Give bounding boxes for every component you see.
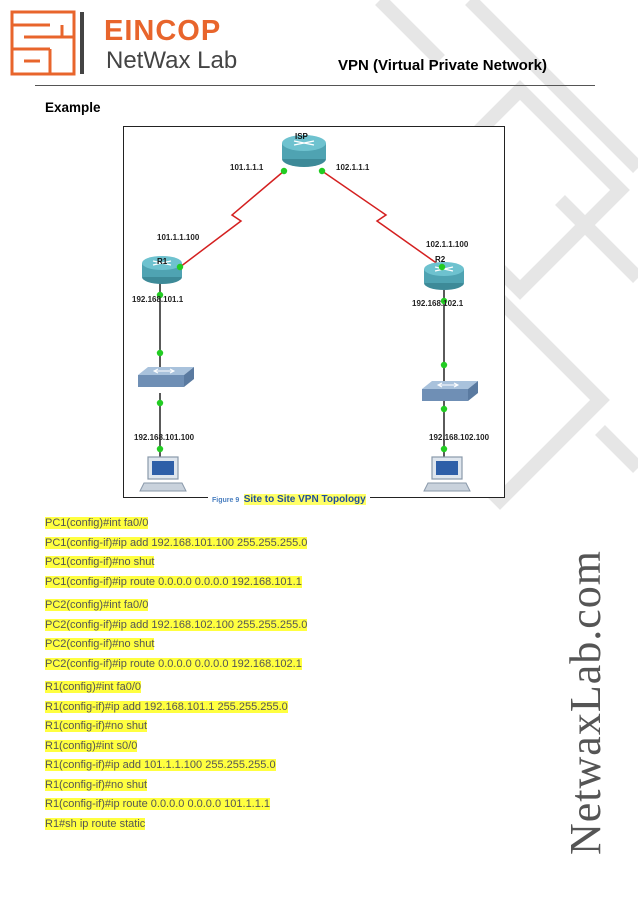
topology-diagram	[138, 135, 478, 492]
code-line: PC2(config)#int fa0/0	[45, 599, 149, 611]
router-icon	[142, 256, 182, 284]
section-heading: Example	[45, 100, 101, 115]
r1-config-block: R1(config)#int fa0/0 R1(config-if)#ip ad…	[45, 678, 288, 834]
topology-figure: ISP R1 R2 101.1.1.1 102.1.1.1 101.1.1.10…	[123, 126, 505, 498]
code-line: R1(config-if)#no shut	[45, 778, 148, 791]
pc2-config-block: PC2(config)#int fa0/0 PC2(config-if)#ip …	[45, 596, 308, 674]
device-label-isp: ISP	[295, 132, 308, 141]
code-line: PC2(config-if)#no shut	[45, 638, 155, 650]
router-icon	[282, 135, 326, 167]
ip-isp-right: 102.1.1.1	[336, 163, 370, 172]
figure-caption: Figure 9 Site to Site VPN Topology	[208, 492, 370, 507]
switch-icon	[138, 367, 194, 387]
code-line: R1(config-if)#ip route 0.0.0.0 0.0.0.0 1…	[45, 798, 271, 810]
header-divider	[35, 85, 595, 86]
ip-r1-lan: 192.168.101.1	[132, 295, 184, 304]
figure-number: Figure 9	[212, 497, 240, 504]
ip-pc1: 192.168.101.100	[134, 433, 195, 442]
code-line: PC1(config-if)#ip route 0.0.0.0 0.0.0.0 …	[45, 575, 302, 588]
pc-icon	[423, 456, 471, 492]
code-line: R1(config-if)#no shut	[45, 720, 148, 732]
page-title: VPN (Virtual Private Network)	[338, 57, 547, 74]
code-line: R1(config)#int fa0/0	[45, 681, 141, 693]
serial-link-r1-isp	[179, 170, 285, 268]
code-line: PC1(config-if)#no shut	[45, 556, 155, 568]
watermark: NetwaxLab.com	[561, 550, 610, 855]
code-line: R1#sh ip route static	[45, 817, 146, 830]
code-line: R1(config)#int s0/0	[45, 739, 138, 752]
device-label-r2: R2	[435, 255, 446, 264]
code-line: PC2(config-if)#ip add 192.168.102.100 25…	[45, 618, 308, 631]
company-logo: EINCOP NetWax Lab	[10, 9, 270, 79]
code-line: R1(config-if)#ip add 101.1.1.100 255.255…	[45, 759, 276, 771]
code-line: R1(config-if)#ip add 192.168.101.1 255.2…	[45, 700, 288, 713]
brand-subtitle: NetWax Lab	[106, 47, 238, 74]
eincop-logo-mark-icon	[10, 10, 84, 76]
port-indicators	[156, 167, 448, 453]
ip-isp-left: 101.1.1.1	[230, 163, 264, 172]
brand-name: EINCOP	[104, 15, 222, 47]
pc-icon	[139, 456, 187, 492]
ip-r1-wan: 101.1.1.100	[157, 233, 200, 242]
switch-icon	[422, 381, 478, 401]
code-line: PC2(config-if)#ip route 0.0.0.0 0.0.0.0 …	[45, 657, 302, 670]
serial-link-isp-r2	[321, 170, 443, 268]
code-line: PC1(config)#int fa0/0	[45, 517, 149, 529]
code-line: PC1(config-if)#ip add 192.168.101.100 25…	[45, 536, 308, 549]
ip-r2-lan: 192.168.102.1	[412, 299, 464, 308]
pc1-config-block: PC1(config)#int fa0/0 PC1(config-if)#ip …	[45, 514, 308, 592]
ip-r2-wan: 102.1.1.100	[426, 240, 469, 249]
device-label-r1: R1	[157, 257, 168, 266]
ip-pc2: 192.168.102.100	[429, 433, 490, 442]
figure-title: Site to Site VPN Topology	[243, 494, 366, 505]
